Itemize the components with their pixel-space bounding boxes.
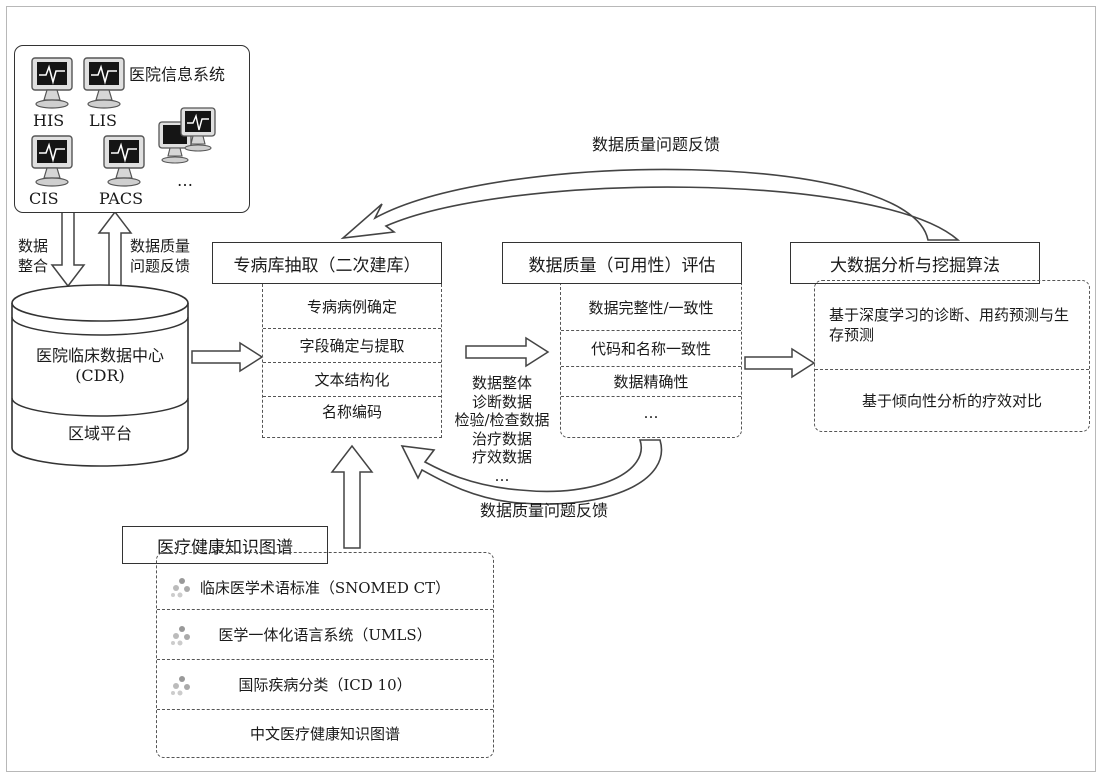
hospital-systems-title: 医院信息系统 xyxy=(129,65,226,84)
integrate-down-arrow xyxy=(50,211,86,288)
pacs-label: PACS xyxy=(99,189,144,208)
bottom-feedback-arrow xyxy=(400,439,663,505)
quality-item: … xyxy=(561,396,741,428)
extraction-item: 文本结构化 xyxy=(263,362,441,396)
knowledge-up-arrow xyxy=(330,444,374,549)
knowledge-item-label: 国际疾病分类（ICD 10） xyxy=(238,676,412,694)
data-type-item: 数据整体 xyxy=(471,374,532,392)
cis-label: CIS xyxy=(29,189,59,208)
quality-item: 数据完整性/一致性 xyxy=(588,298,714,317)
quality-items-box: 数据完整性/一致性 代码和名称一致性 数据精确性 … xyxy=(560,284,742,438)
data-type-item: 疗效数据 xyxy=(471,448,532,466)
knowledge-item-label: 医学一体化语言系统（UMLS） xyxy=(218,626,432,644)
extraction-item: 专病病例确定 xyxy=(306,297,397,316)
computer-icon xyxy=(103,135,145,187)
data-types-list: 数据整体 诊断数据 检验/检查数据 治疗数据 疗效数据 … xyxy=(440,374,564,485)
analysis-item-text: 基于深度学习的诊断、用药预测与生存预测 xyxy=(829,306,1070,344)
computer-icon xyxy=(31,57,73,109)
integrate-label: 数据 整合 xyxy=(18,236,48,276)
top-feedback-label: 数据质量问题反馈 xyxy=(592,135,721,154)
top-feedback-arrow xyxy=(340,168,961,241)
hospital-systems-box: 医院信息系统 HIS LIS CIS PACS xyxy=(14,45,250,213)
knowledge-item-label: 临床医学术语标准（SNOMED CT） xyxy=(199,578,451,597)
knowledge-item: 中文医疗健康知识图谱 xyxy=(157,709,493,757)
more-systems-label: … xyxy=(177,171,193,190)
extraction-item: 名称编码 xyxy=(263,396,441,426)
node-cluster-icon xyxy=(171,675,190,695)
integrate-label-line: 数据 xyxy=(18,237,49,255)
cdr-label: 医院临床数据中心 (CDR) xyxy=(12,346,188,386)
quality-to-analysis-arrow xyxy=(744,347,816,379)
feedback-up-arrow xyxy=(97,210,133,287)
quality-header: 数据质量（可用性）评估 xyxy=(502,242,742,284)
lis-label: LIS xyxy=(89,111,117,130)
node-cluster-icon xyxy=(171,578,190,598)
quality-item: 代码和名称一致性 xyxy=(561,330,741,366)
feedback-up-label-line: 问题反馈 xyxy=(130,257,191,275)
his-label: HIS xyxy=(33,111,65,130)
cdr-abbr: (CDR) xyxy=(75,366,125,385)
knowledge-item: 临床医学术语标准（SNOMED CT） xyxy=(157,565,493,609)
extraction-to-quality-arrow xyxy=(465,336,550,368)
feedback-up-label: 数据质量 问题反馈 xyxy=(130,236,190,276)
cdr-to-extraction-arrow xyxy=(191,341,264,373)
cdr-name: 医院临床数据中心 xyxy=(35,346,164,365)
knowledge-item: 医学一体化语言系统（UMLS） xyxy=(157,609,493,659)
computer-cluster-icon xyxy=(158,107,216,164)
computer-icon xyxy=(31,135,73,187)
extraction-items-box: 专病病例确定 字段确定与提取 文本结构化 名称编码 xyxy=(262,284,442,438)
extraction-item: 字段确定与提取 xyxy=(263,328,441,362)
analysis-items-box: 基于深度学习的诊断、用药预测与生存预测 基于倾向性分析的疗效对比 xyxy=(814,280,1090,432)
extraction-header: 专病库抽取（二次建库） xyxy=(212,242,442,284)
knowledge-items-box: 临床医学术语标准（SNOMED CT） 医学一体化语言系统（UMLS） 国际疾病… xyxy=(156,552,494,758)
data-type-item: 诊断数据 xyxy=(471,392,532,411)
knowledge-item: 国际疾病分类（ICD 10） xyxy=(157,659,493,709)
feedback-up-label-line: 数据质量 xyxy=(130,237,191,255)
node-cluster-icon xyxy=(171,625,190,645)
knowledge-item-label: 中文医疗健康知识图谱 xyxy=(249,725,400,743)
integrate-label-line: 整合 xyxy=(18,257,49,275)
bottom-feedback-label: 数据质量问题反馈 xyxy=(480,501,609,520)
data-type-item: 治疗数据 xyxy=(471,429,532,448)
computer-icon xyxy=(83,57,125,109)
regional-platform-label: 区域平台 xyxy=(67,424,132,443)
quality-item: 数据精确性 xyxy=(561,366,741,396)
analysis-item: 基于倾向性分析的疗效对比 xyxy=(815,369,1089,431)
analysis-item: 基于深度学习的诊断、用药预测与生存预测 xyxy=(815,281,1089,369)
outer-frame xyxy=(6,6,1096,772)
analysis-header: 大数据分析与挖掘算法 xyxy=(790,242,1040,284)
data-type-item: 检验/检查数据 xyxy=(454,411,550,429)
data-type-item: … xyxy=(494,466,510,485)
cdr-cylinder xyxy=(11,284,189,467)
